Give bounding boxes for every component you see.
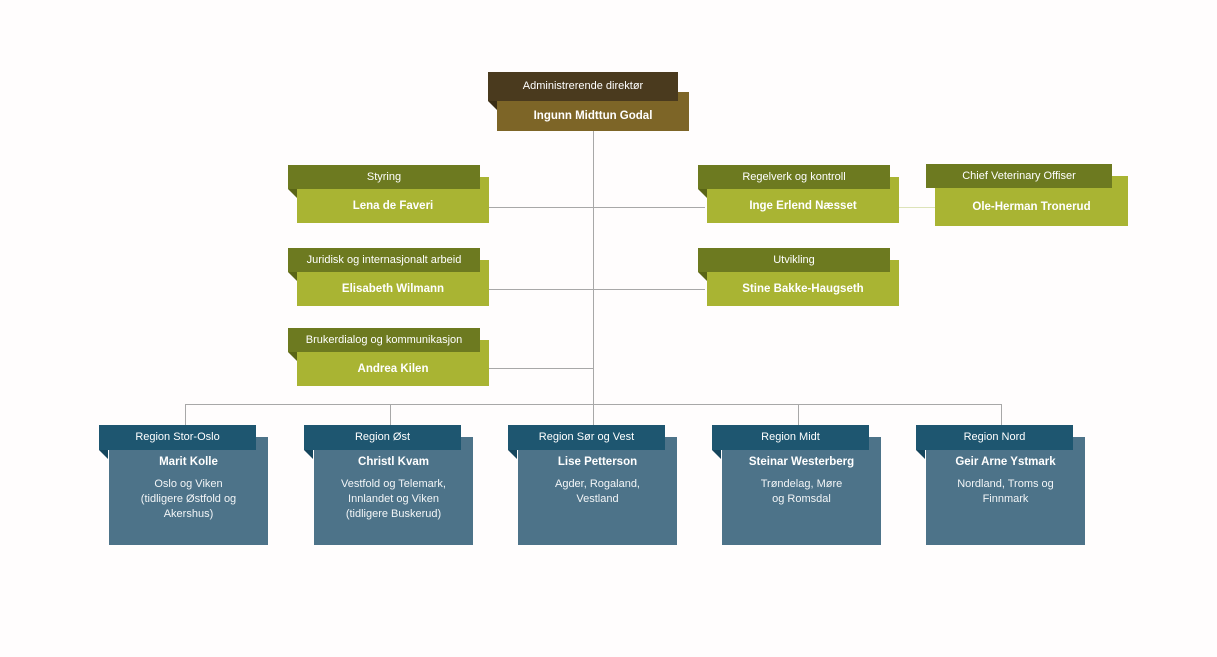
region-stor-oslo-body: Marit Kolle Oslo og Viken (tidligere Øst… — [109, 437, 268, 545]
brukerdialog-name: Andrea Kilen — [357, 363, 429, 375]
region-ost-body: Christl Kvam Vestfold og Telemark, Innla… — [314, 437, 473, 545]
brukerdialog-title: Brukerdialog og kommunikasjon — [288, 328, 480, 352]
connector-regions-horizontal — [185, 404, 1001, 405]
org-node-juridisk: Elisabeth Wilmann Juridisk og internasjo… — [288, 248, 489, 306]
region-ost-fold-icon — [304, 450, 313, 459]
org-node-utvikling: Stine Bakke-Haugseth Utvikling — [698, 248, 899, 306]
connector-stub-region-1 — [185, 404, 186, 425]
connector-center-vertical — [593, 131, 594, 425]
region-sor-vest-title: Region Sør og Vest — [508, 425, 665, 450]
region-ost-name: Christl Kvam — [358, 456, 429, 468]
org-node-region-nord: Geir Arne Ystmark Nordland, Troms og Fin… — [916, 425, 1086, 545]
connector-row1-horizontal — [489, 207, 705, 208]
org-node-brukerdialog: Andrea Kilen Brukerdialog og kommunikasj… — [288, 328, 489, 386]
connector-cvo-horizontal — [897, 207, 935, 208]
cvo-title: Chief Veterinary Offiser — [926, 164, 1112, 188]
region-midt-body: Steinar Westerberg Trøndelag, Møre og Ro… — [722, 437, 881, 545]
cvo-name: Ole-Herman Tronerud — [972, 201, 1091, 213]
utvikling-fold-icon — [698, 272, 707, 281]
brukerdialog-fold-icon — [288, 352, 297, 361]
connector-row2-horizontal — [489, 289, 705, 290]
region-stor-oslo-fold-icon — [99, 450, 108, 459]
region-sor-vest-name: Lise Petterson — [557, 456, 638, 468]
region-nord-title: Region Nord — [916, 425, 1073, 450]
org-node-styring: Lena de Faveri Styring — [288, 165, 489, 223]
region-midt-fold-icon — [712, 450, 721, 459]
juridisk-fold-icon — [288, 272, 297, 281]
ceo-title: Administrerende direktør — [488, 72, 678, 101]
utvikling-title: Utvikling — [698, 248, 890, 272]
region-sor-vest-body: Lise Petterson Agder, Rogaland, Vestland — [518, 437, 677, 545]
connector-row3-horizontal — [489, 368, 594, 369]
ceo-name: Ingunn Midttun Godal — [533, 110, 653, 122]
connector-stub-region-5 — [1001, 404, 1002, 425]
org-node-region-sor-vest: Lise Petterson Agder, Rogaland, Vestland… — [508, 425, 678, 545]
org-node-regelverk: Inge Erlend Næsset Regelverk og kontroll — [698, 165, 899, 223]
region-nord-body: Geir Arne Ystmark Nordland, Troms og Fin… — [926, 437, 1085, 545]
region-ost-area: Vestfold og Telemark, Innlandet og Viken… — [341, 478, 446, 520]
region-midt-title: Region Midt — [712, 425, 869, 450]
connector-stub-region-2 — [390, 404, 391, 425]
region-sor-vest-fold-icon — [508, 450, 517, 459]
region-stor-oslo-name: Marit Kolle — [159, 456, 218, 468]
org-node-region-midt: Steinar Westerberg Trøndelag, Møre og Ro… — [712, 425, 882, 545]
region-nord-name: Geir Arne Ystmark — [955, 456, 1056, 468]
regelverk-fold-icon — [698, 189, 707, 198]
regelverk-title: Regelverk og kontroll — [698, 165, 890, 189]
region-ost-title: Region Øst — [304, 425, 461, 450]
connector-stub-region-4 — [798, 404, 799, 425]
regelverk-name: Inge Erlend Næsset — [749, 200, 857, 212]
org-node-region-stor-oslo: Marit Kolle Oslo og Viken (tidligere Øst… — [99, 425, 269, 545]
org-node-cvo: Ole-Herman Tronerud Chief Veterinary Off… — [926, 164, 1128, 226]
region-nord-area: Nordland, Troms og Finnmark — [957, 478, 1054, 505]
org-node-ceo: Ingunn Midttun Godal Administrerende dir… — [488, 72, 694, 131]
region-nord-fold-icon — [916, 450, 925, 459]
region-midt-area: Trøndelag, Møre og Romsdal — [760, 478, 843, 505]
region-stor-oslo-area: Oslo og Viken (tidligere Østfold og Aker… — [140, 478, 237, 520]
styring-fold-icon — [288, 189, 297, 198]
region-midt-name: Steinar Westerberg — [748, 456, 855, 468]
region-stor-oslo-title: Region Stor-Oslo — [99, 425, 256, 450]
styring-name: Lena de Faveri — [352, 200, 434, 212]
org-node-region-ost: Christl Kvam Vestfold og Telemark, Innla… — [304, 425, 474, 545]
utvikling-name: Stine Bakke-Haugseth — [742, 283, 864, 295]
region-sor-vest-area: Agder, Rogaland, Vestland — [554, 478, 640, 505]
juridisk-name: Elisabeth Wilmann — [341, 283, 445, 295]
styring-title: Styring — [288, 165, 480, 189]
ceo-fold-icon — [488, 101, 497, 110]
juridisk-title: Juridisk og internasjonalt arbeid — [288, 248, 480, 272]
